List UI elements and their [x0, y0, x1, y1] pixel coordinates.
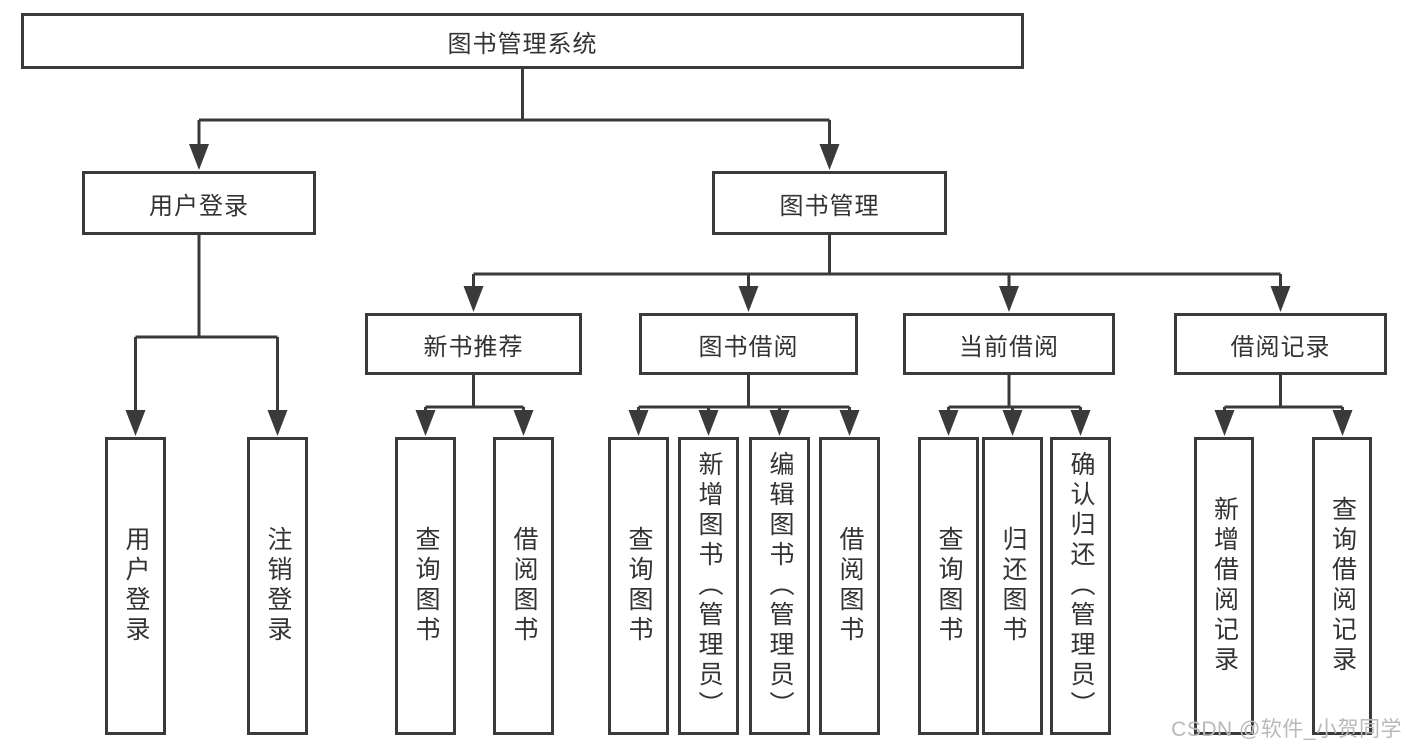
leaf-logout-label: 注销登录 [264, 526, 292, 646]
leaf-borrow-query-book-label: 查询图书 [625, 526, 653, 646]
leaf-query-borrow-record: 查询借阅记录 [1312, 437, 1372, 735]
node-user-login-label: 用户登录 [149, 192, 249, 220]
leaf-recommend-borrow-book: 借阅图书 [493, 437, 554, 735]
leaf-confirm-return-admin: 确认归还（管理员） [1050, 437, 1111, 735]
leaf-borrow-book-label: 借阅图书 [836, 526, 864, 646]
connector-bookmgmt-to-level3 [463, 235, 1291, 312]
node-new-book-recommend: 新书推荐 [365, 313, 582, 375]
node-borrow-record-label: 借阅记录 [1230, 333, 1331, 361]
node-book-borrow: 图书借阅 [639, 313, 858, 375]
leaf-query-borrow-record-label: 查询借阅记录 [1328, 496, 1357, 676]
leaf-recommend-borrow-book-label: 借阅图书 [510, 526, 538, 646]
leaf-logout: 注销登录 [247, 437, 308, 735]
leaf-confirm-return-admin-label: 确认归还（管理员） [1067, 451, 1095, 721]
node-borrow-record: 借阅记录 [1174, 313, 1387, 375]
connector-bookborrow-to-leaves [628, 375, 860, 436]
node-current-borrow: 当前借阅 [903, 313, 1115, 375]
node-book-borrow-label: 图书借阅 [698, 333, 799, 361]
leaf-current-query-book: 查询图书 [918, 437, 979, 735]
node-root-label: 图书管理系统 [447, 30, 598, 58]
leaf-recommend-query-book-label: 查询图书 [412, 526, 440, 646]
node-root: 图书管理系统 [21, 13, 1024, 69]
leaf-borrow-query-book: 查询图书 [608, 437, 669, 735]
node-book-management-label: 图书管理 [779, 192, 880, 220]
leaf-return-book-label: 归还图书 [999, 526, 1027, 646]
connector-root-to-level2 [189, 69, 840, 170]
leaf-user-login: 用户登录 [105, 437, 166, 735]
node-book-management: 图书管理 [712, 171, 947, 235]
leaf-borrow-book: 借阅图书 [819, 437, 880, 735]
leaf-user-login-label: 用户登录 [122, 526, 150, 646]
connector-userlogin-to-leaves [125, 235, 288, 436]
node-user-login: 用户登录 [82, 171, 316, 235]
connector-currentborrow-to-leaves [938, 375, 1091, 436]
watermark-text: CSDN @软件_小贺同学 [1171, 718, 1402, 741]
connector-borrowrecord-to-leaves [1214, 375, 1353, 436]
leaf-edit-book-admin: 编辑图书（管理员） [749, 437, 810, 735]
node-current-borrow-label: 当前借阅 [959, 333, 1059, 361]
leaf-add-borrow-record-label: 新增借阅记录 [1210, 496, 1239, 676]
leaf-edit-book-admin-label: 编辑图书（管理员） [766, 451, 794, 721]
leaf-recommend-query-book: 查询图书 [395, 437, 456, 735]
node-new-book-recommend-label: 新书推荐 [423, 333, 524, 361]
connector-newbookrec-to-leaves [415, 375, 534, 436]
leaf-add-book-admin-label: 新增图书（管理员） [695, 451, 723, 721]
leaf-add-borrow-record: 新增借阅记录 [1194, 437, 1254, 735]
leaf-return-book: 归还图书 [982, 437, 1043, 735]
leaf-add-book-admin: 新增图书（管理员） [678, 437, 739, 735]
leaf-current-query-book-label: 查询图书 [935, 526, 963, 646]
